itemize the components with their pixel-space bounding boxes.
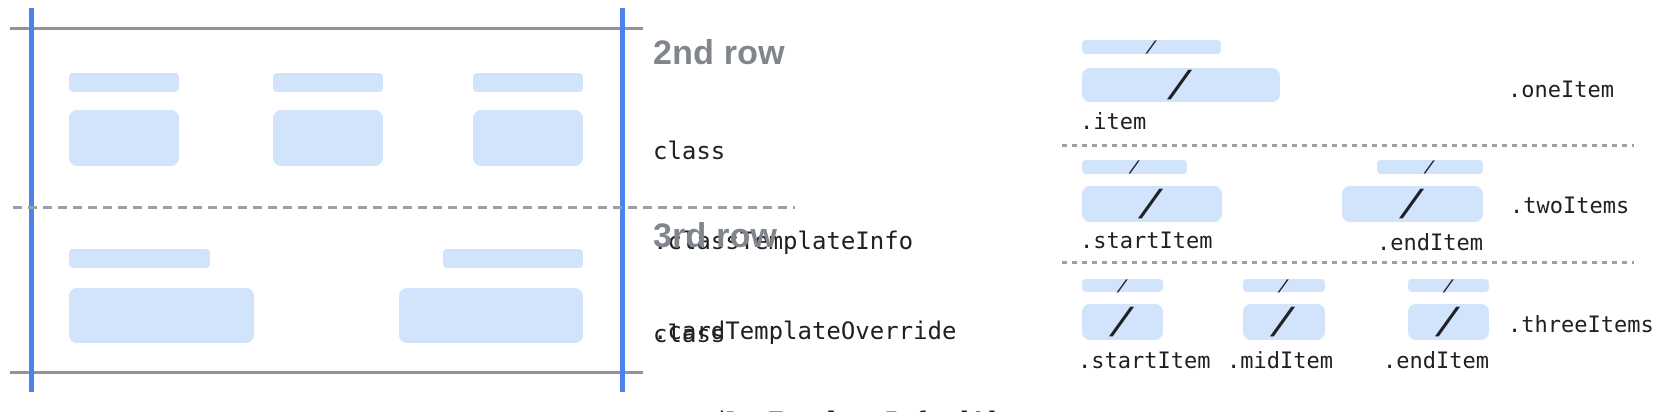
twoitems-layout-label: .twoItems [1510,194,1630,219]
twoitems-threeitems-dotted-divider [1062,261,1634,264]
row3-code: class .classTemplateInfo .cardTemplateOv… [653,259,1000,412]
row2-code-line-1: class [653,137,726,165]
row2-col3-value-placeholder [473,110,583,166]
threeitems-enditem-value-bar: / [1408,301,1489,342]
threeitems-enditem-label-bar: / [1408,275,1489,295]
row-divider-dashed-line [13,206,795,209]
row3-code-line-1: class [653,320,726,348]
card-right-guide [620,8,625,392]
oneitem-item-label: .item [1080,110,1147,135]
row2-code-line-4: .cardRowTemplateInfos[0] [653,406,1000,412]
slash-glyph: / [1144,37,1159,56]
twoitems-startitem-label-bar: / [1082,157,1187,176]
row2-col2-value-placeholder [273,110,383,166]
slash-glyph: / [1107,301,1138,342]
card-bottom-line [10,371,643,374]
twoitems-enditem-value-bar: / [1342,183,1483,224]
slash-glyph: / [1136,183,1168,224]
slash-glyph: / [1268,301,1300,342]
row2-heading: 2nd row [653,34,785,72]
row2-col2-label-placeholder [273,73,383,92]
twoitems-startitem-label: .startItem [1080,229,1213,254]
row2-code: class .classTemplateInfo .cardTemplateOv… [653,76,1000,412]
threeitems-miditem-value-bar: / [1243,301,1325,342]
row3-heading: 3rd row [653,217,778,255]
threeitems-layout-label: .threeItems [1508,313,1654,338]
row3-col1-value-placeholder [69,288,254,343]
slash-glyph: / [1115,275,1130,295]
slash-glyph: / [1127,157,1142,176]
twoitems-enditem-label: .endItem [1377,231,1483,256]
slash-glyph: / [1423,157,1437,176]
oneitem-item-value-bar: / [1082,64,1280,105]
twoitems-startitem-value-bar: / [1082,183,1222,224]
oneitem-twoitems-dotted-divider [1062,144,1634,147]
threeitems-miditem-label-bar: / [1243,275,1325,295]
row2-col1-label-placeholder [69,73,179,92]
row3-col2-label-placeholder [443,249,583,268]
slash-glyph: / [1433,301,1464,342]
card-top-line [10,27,643,30]
threeitems-startitem-label-bar: / [1082,275,1163,295]
slash-glyph: / [1397,183,1428,224]
oneitem-item-label-bar: / [1082,37,1221,56]
row2-code-line-2: .classTemplateInfo [653,227,914,255]
slash-glyph: / [1441,275,1456,295]
threeitems-enditem-label: .endItem [1383,349,1489,374]
row3-info: 3rd row class .classTemplateInfo .cardTe… [653,216,1000,412]
threeitems-miditem-label: .midItem [1227,349,1333,374]
slash-glyph: / [1277,275,1291,295]
row3-col2-value-placeholder [399,288,583,343]
oneitem-layout-label: .oneItem [1508,78,1614,103]
threeitems-startitem-label: .startItem [1078,349,1211,374]
row2-code-line-3: .cardTemplateOverride [653,317,957,345]
row2-col3-label-placeholder [473,73,583,92]
row2-col1-value-placeholder [69,110,179,166]
threeitems-startitem-value-bar: / [1082,301,1163,342]
row3-col1-label-placeholder [69,249,210,268]
row2-info: 2nd row class .classTemplateInfo .cardTe… [653,33,1000,412]
twoitems-enditem-label-bar: / [1377,157,1483,176]
card-left-guide [29,8,34,392]
slash-glyph: / [1165,64,1197,105]
row3-code-line-2: .classTemplateInfo [653,409,1000,412]
